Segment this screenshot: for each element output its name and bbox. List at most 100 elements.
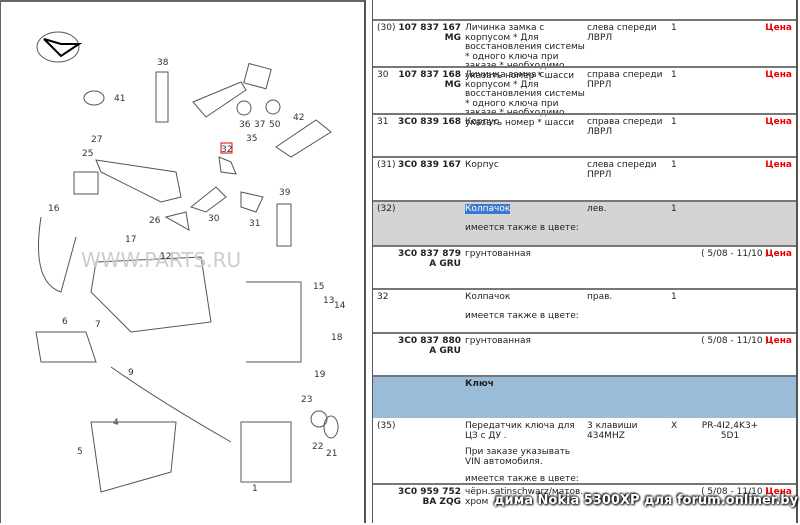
color-note: имеется также в цвете: [465, 223, 579, 233]
diagram-watermark: WWW.PARTS.RU [81, 248, 241, 272]
quantity: 1 [671, 204, 677, 214]
quantity: 1 [671, 117, 677, 127]
label-21[interactable]: 21 [326, 449, 337, 459]
parts-diagram-panel: WWW.PARTS.RU 38 41 36 37 50 35 42 27 25 … [0, 0, 366, 523]
label-41[interactable]: 41 [114, 94, 125, 104]
part-number[interactable]: 3C0 839 167 [398, 160, 461, 170]
vin-note: При заказе указывать VIN автомобиля. [465, 447, 571, 467]
price-link[interactable]: Цена [765, 336, 792, 346]
table-row-selected[interactable]: (32) Колпачок имеется также в цвете: лев… [373, 200, 796, 245]
label-32[interactable]: 32 [221, 145, 232, 155]
label-23[interactable]: 23 [301, 395, 312, 405]
remark: справа спереди ПРРЛ [587, 70, 663, 90]
label-4[interactable]: 4 [113, 418, 119, 428]
position: 32 [377, 292, 389, 302]
label-18[interactable]: 18 [331, 333, 343, 343]
table-row[interactable]: 30 107 837 168 MG Личинка замка с корпус… [373, 66, 796, 127]
label-35[interactable]: 35 [246, 134, 257, 144]
table-row[interactable]: 3C0 959 752 BA ZQG чёрн.satinschwarz/мат… [373, 483, 796, 523]
part-number[interactable]: 3C0 837 879 A GRU [398, 249, 461, 269]
remark: слева спереди ПРРЛ [587, 160, 657, 180]
label-15[interactable]: 15 [313, 282, 324, 292]
part-number[interactable]: 3C0 839 168 [398, 117, 461, 127]
remark: лев. [587, 204, 607, 214]
color-note: имеется также в цвете: [465, 474, 579, 484]
quantity: 1 [671, 160, 677, 170]
description-selected[interactable]: Колпачок [465, 204, 511, 214]
section-title: Ключ [465, 379, 494, 389]
description: грунтованная [465, 249, 531, 259]
label-50[interactable]: 50 [269, 120, 281, 130]
label-5[interactable]: 5 [77, 447, 83, 457]
position: (30) [377, 23, 396, 33]
label-37[interactable]: 37 [254, 120, 265, 130]
label-27[interactable]: 27 [91, 135, 102, 145]
label-6[interactable]: 6 [62, 317, 68, 327]
quantity: 1 [671, 23, 677, 33]
label-22[interactable]: 22 [312, 442, 323, 452]
table-row[interactable]: 32 Колпачок имеется также в цвете: прав.… [373, 288, 796, 332]
position: (32) [377, 204, 396, 214]
price-link[interactable]: Цена [765, 23, 792, 33]
description: Корпус [465, 117, 499, 127]
remark: справа спереди ЛВРЛ [587, 117, 663, 137]
label-19[interactable]: 19 [314, 370, 326, 380]
price-link[interactable]: Цена [765, 160, 792, 170]
label-30[interactable]: 30 [208, 214, 220, 224]
table-row[interactable]: (31) 3C0 839 167 Корпус слева спереди ПР… [373, 156, 796, 200]
highlight-box [220, 142, 233, 154]
label-36[interactable]: 36 [239, 120, 251, 130]
remark: прав. [587, 292, 613, 302]
description: грунтованная [465, 336, 531, 346]
part-number[interactable]: 3C0 959 752 BA ZQG [398, 487, 461, 507]
label-14[interactable]: 14 [334, 301, 346, 311]
pr-codes: PR-4I2,4K3+ 5D1 [701, 421, 759, 441]
label-7[interactable]: 7 [95, 320, 101, 330]
label-42[interactable]: 42 [293, 113, 304, 123]
description: чёрн.satinschwarz/матов. хром [465, 487, 584, 507]
label-25[interactable]: 25 [82, 149, 93, 159]
table-row[interactable]: 3C0 837 880 A GRU грунтованная ( 5/08 - … [373, 332, 796, 375]
description: Колпачок [465, 292, 511, 302]
label-26[interactable]: 26 [149, 216, 161, 226]
quantity: X [671, 421, 678, 431]
remark: слева спереди ЛВРЛ [587, 23, 657, 43]
label-1[interactable]: 1 [252, 484, 258, 494]
color-note: имеется также в цвете: [465, 311, 579, 321]
table-row[interactable]: 31 3C0 839 168 Корпус справа спереди ЛВР… [373, 113, 796, 156]
price-link[interactable]: Цена [765, 249, 792, 259]
position: (31) [377, 160, 396, 170]
label-12[interactable]: 12 [160, 252, 171, 262]
part-number[interactable]: 3C0 837 880 A GRU [398, 336, 461, 356]
position: 31 [377, 117, 389, 127]
label-17[interactable]: 17 [125, 235, 136, 245]
date-range: ( 5/08 - 11/10 ) [701, 249, 769, 259]
table-row[interactable]: (35) Передатчик ключа для ЦЗ с ДУ . При … [373, 418, 796, 484]
part-number[interactable]: 107 837 168 MG [398, 70, 461, 90]
quantity: 1 [671, 70, 677, 80]
section-header: Ключ [373, 375, 796, 418]
description: Передатчик ключа для ЦЗ с ДУ . [465, 421, 575, 441]
date-range: ( 5/08 - 11/10 ) [701, 336, 769, 346]
price-link[interactable]: Цена [765, 487, 792, 497]
label-13[interactable]: 13 [323, 296, 334, 306]
label-38[interactable]: 38 [157, 58, 169, 68]
table-row[interactable]: 3C0 837 879 A GRU грунтованная ( 5/08 - … [373, 245, 796, 288]
label-9[interactable]: 9 [128, 368, 134, 378]
position: (35) [377, 421, 396, 431]
position: 30 [377, 70, 389, 80]
label-16[interactable]: 16 [48, 204, 60, 214]
table-row[interactable]: (30) 107 837 167 MG Личинка замка с корп… [373, 19, 796, 80]
price-link[interactable]: Цена [765, 117, 792, 127]
price-link[interactable]: Цена [765, 70, 792, 80]
parts-table: (30) 107 837 167 MG Личинка замка с корп… [372, 0, 798, 523]
label-39[interactable]: 39 [279, 188, 291, 198]
parts-diagram: WWW.PARTS.RU 38 41 36 37 50 35 42 27 25 … [35, 31, 346, 494]
date-range: ( 5/08 - 11/10 ) [701, 487, 769, 497]
description: Корпус [465, 160, 499, 170]
overlay-caption: дима Nokia 5300XP для forum.onliner.by [494, 493, 799, 508]
part-number[interactable]: 107 837 167 MG [398, 23, 461, 43]
label-31[interactable]: 31 [249, 219, 260, 229]
quantity: 1 [671, 292, 677, 302]
remark: 3 клавиши 434MHZ [587, 421, 638, 441]
